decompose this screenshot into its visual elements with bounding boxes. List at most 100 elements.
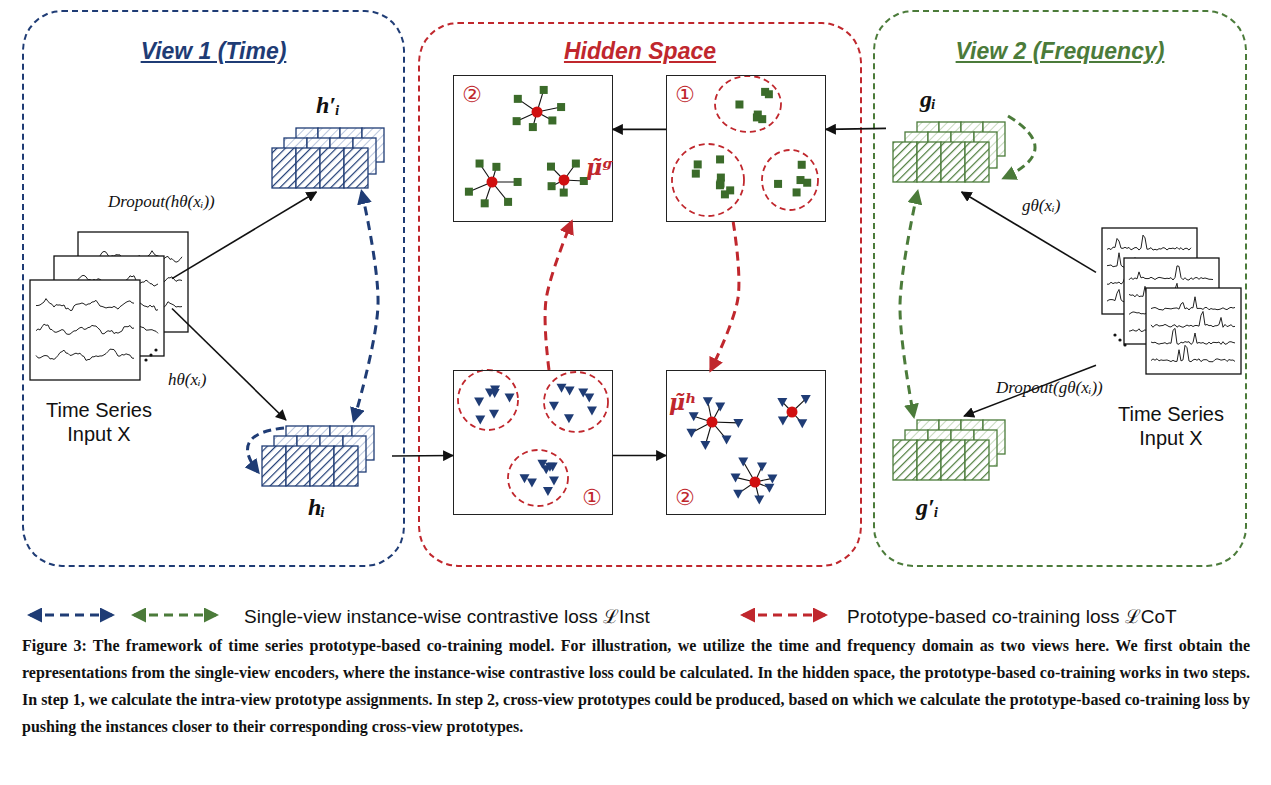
- edge-label: gθ(xᵢ): [1022, 196, 1060, 216]
- spectrum-line: [1129, 266, 1213, 280]
- step-number: ①: [675, 82, 695, 107]
- view1-point: [777, 398, 787, 407]
- panel-title: View 1 (Time): [24, 38, 403, 65]
- prototype-dot: [707, 417, 718, 428]
- legend-sample: [22, 600, 222, 630]
- series-sheet: [30, 280, 140, 380]
- spectrum-line: [1151, 297, 1235, 310]
- feature-cell: [917, 440, 941, 480]
- view2-point: [765, 90, 773, 98]
- view2-point: [547, 163, 555, 171]
- feature-stack: gᵢ: [886, 86, 1012, 192]
- view2-point: [540, 86, 548, 94]
- representation-label: g′ᵢ: [916, 494, 939, 521]
- view1-point: [527, 479, 537, 488]
- view2-point: [513, 117, 521, 125]
- view1-point: [587, 406, 597, 415]
- series-wave: [36, 349, 134, 360]
- panel-title: View 2 (Frequency): [875, 38, 1245, 65]
- cluster-ring: [762, 150, 818, 210]
- prototype-dot: [532, 107, 543, 118]
- view2-point: [492, 163, 500, 171]
- view2-point: [548, 116, 556, 124]
- view1-point: [700, 441, 710, 450]
- spectrum-sheet: [1146, 288, 1241, 374]
- self-loop-arrow: [248, 428, 284, 472]
- ellipsis-dot: [1123, 343, 1126, 346]
- input-stack: Time Series Input X: [1096, 226, 1246, 458]
- view2-point: [481, 199, 489, 207]
- view2-point: [735, 100, 743, 108]
- view1-point: [733, 419, 743, 428]
- legend-text: Prototype-based co-training loss ℒCoT: [847, 603, 1177, 629]
- flow-arrow: [962, 192, 1096, 272]
- panel-title: Hidden Space: [420, 38, 860, 65]
- feature-cell: [286, 446, 310, 486]
- cluster-panel: μ̃ʰ②: [666, 370, 826, 515]
- feature-stack: h′ᵢ: [266, 92, 392, 192]
- view2-point: [716, 180, 724, 188]
- view1-point: [731, 473, 741, 482]
- feature-cell: [296, 148, 320, 188]
- view1-point: [801, 395, 811, 404]
- edge-label: Dropout(gθ(xᵢ)): [996, 378, 1103, 398]
- illustration-group: [30, 76, 1241, 506]
- hidden-space-box: Hidden Space ②μ̃ᵍ ① ① μ̃ʰ②: [418, 22, 862, 567]
- legend-arrow: [30, 614, 112, 617]
- loss-arrow: [545, 222, 571, 370]
- cluster-panel: ②μ̃ᵍ: [453, 75, 613, 222]
- view1-point: [767, 474, 777, 483]
- prototype-dot: [750, 477, 761, 488]
- input-label: Time Series Input X: [34, 398, 164, 446]
- view2-point: [465, 188, 473, 196]
- input-label: Time Series Input X: [1106, 402, 1236, 450]
- feature-cell: [965, 142, 989, 182]
- feature-cell: [320, 148, 344, 188]
- view2-point: [774, 180, 782, 188]
- view1-point: [797, 419, 807, 428]
- view-box: View 2 (Frequency) gᵢTime Series Input X g…: [873, 10, 1247, 567]
- view1-point: [505, 394, 515, 403]
- view-box: View 1 (Time)Time Series Input Xh′ᵢhᵢ: [22, 10, 405, 567]
- view1-point: [754, 495, 764, 504]
- loss-arrow: [900, 192, 918, 416]
- prototype-dot: [487, 177, 498, 188]
- feature-cell: [272, 148, 296, 188]
- feature-cell: [893, 142, 917, 182]
- view1-point: [549, 477, 559, 486]
- view1-point: [549, 402, 559, 411]
- flow-arrow: [613, 455, 666, 457]
- prototype-dot: [787, 407, 798, 418]
- view2-point: [694, 160, 702, 168]
- view1-point: [738, 457, 748, 466]
- step-number: ②: [462, 82, 482, 107]
- input-stack: Time Series Input X: [26, 228, 172, 458]
- ellipsis-dot: [149, 353, 152, 356]
- feature-cell: [310, 446, 334, 486]
- view2-point: [514, 178, 522, 186]
- feature-cell: [941, 440, 965, 480]
- step-number: ②: [675, 485, 695, 510]
- feature-cell: [917, 142, 941, 182]
- view2-point: [514, 95, 522, 103]
- view2-point: [504, 198, 512, 206]
- view2-point: [692, 170, 700, 178]
- ellipsis-dot: [1118, 338, 1121, 341]
- cluster-panel: ①: [453, 370, 613, 515]
- view1-point: [733, 490, 743, 499]
- view1-point: [564, 414, 574, 423]
- spectrum-line: [1151, 328, 1235, 344]
- view1-point: [722, 435, 732, 444]
- view1-point: [519, 474, 529, 483]
- view2-point: [529, 123, 537, 131]
- view2-point: [758, 115, 766, 123]
- series-wave: [36, 299, 134, 311]
- feature-cell: [262, 446, 286, 486]
- view1-point: [557, 384, 567, 393]
- view1-point: [584, 394, 594, 403]
- cluster-panel: ①: [666, 75, 826, 222]
- ellipsis-dot: [1113, 333, 1116, 336]
- flow-arrow: [172, 309, 286, 421]
- view1-point: [474, 397, 484, 406]
